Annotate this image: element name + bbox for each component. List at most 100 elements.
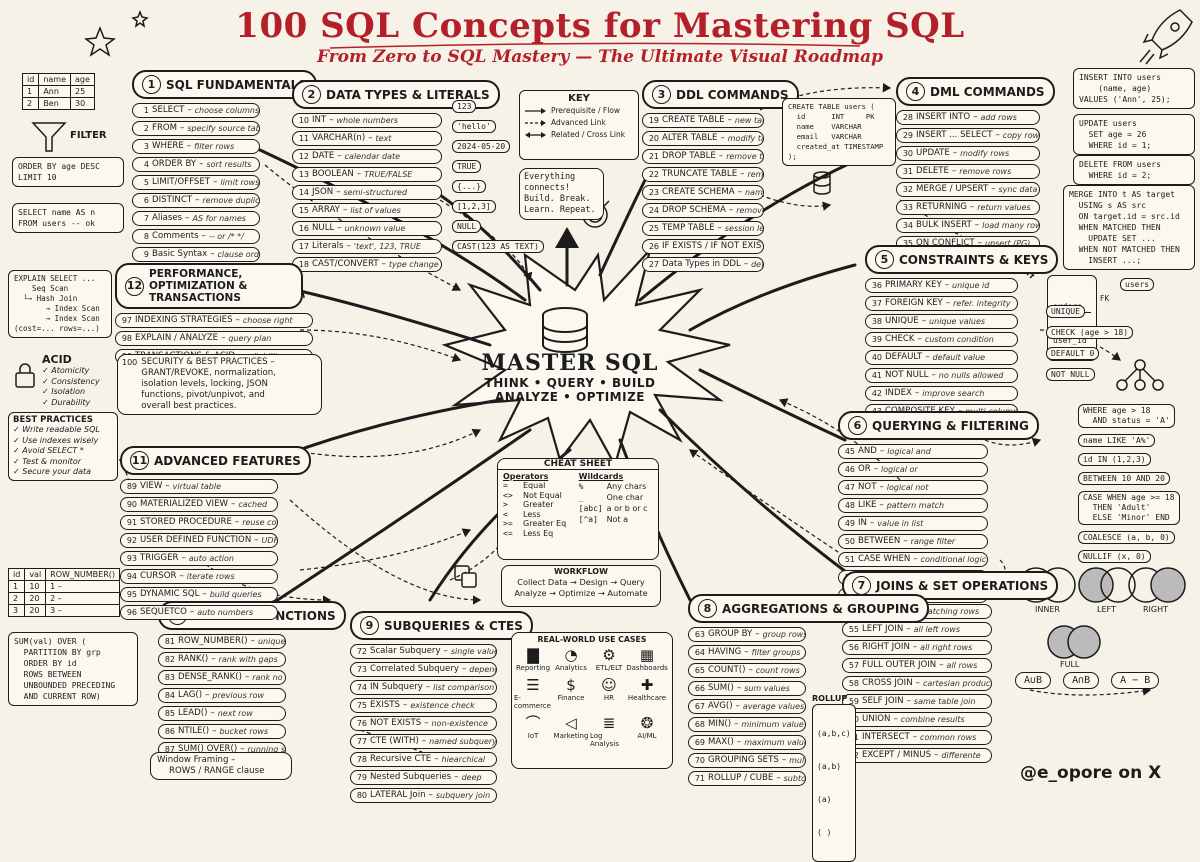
concept-item[interactable]: 60UNION–combine results <box>842 712 992 727</box>
use-case-item[interactable]: ☰E-commerce <box>514 676 552 710</box>
use-case-item[interactable]: ☺HR <box>590 676 628 710</box>
use-case-item[interactable]: ▦Dashboards <box>626 646 668 672</box>
window-framing-box[interactable]: Window Framing – ROWS / RANGE clause <box>150 752 292 780</box>
use-case-item[interactable]: ❂AI/ML <box>628 714 666 748</box>
use-case-item[interactable]: ⚙ETL/ELT <box>590 646 628 672</box>
use-case-item[interactable]: ⌒IoT <box>514 714 552 748</box>
use-case-item[interactable]: ◁Marketing <box>552 714 590 748</box>
use-case-item[interactable]: $Finance <box>552 676 590 710</box>
item-100-security[interactable]: 100 SECURITY & BEST PRACTICES – GRANT/RE… <box>117 354 322 415</box>
use-case-item[interactable]: ✚Healthcare <box>628 676 666 710</box>
use-case-item[interactable]: ◔Analytics <box>552 646 590 672</box>
use-case-item[interactable]: ▇Reporting <box>514 646 552 672</box>
author-handle[interactable]: @e_opore on X <box>1020 763 1162 783</box>
use-case-item[interactable]: ≣Log Analysis <box>590 714 628 748</box>
